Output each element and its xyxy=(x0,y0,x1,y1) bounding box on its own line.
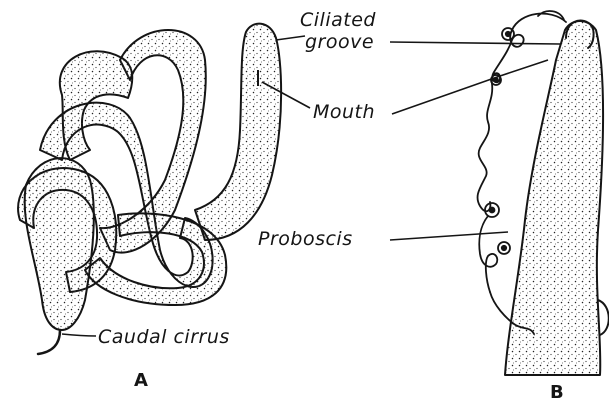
panel-letter-a: A xyxy=(134,370,148,391)
label-mouth: Mouth xyxy=(313,102,375,122)
worm-b xyxy=(505,20,609,375)
leader-mouth-to-b2 xyxy=(500,60,548,76)
leader-ciliated-to-b xyxy=(390,42,560,44)
leader-mouth-to-b xyxy=(392,76,500,114)
panel-letter-b: B xyxy=(550,382,564,403)
leader-ciliated-groove xyxy=(276,36,305,40)
worm-a xyxy=(18,24,281,354)
worm-a-tail-section xyxy=(25,158,94,330)
worm-a-head xyxy=(195,24,281,240)
leaders-b xyxy=(390,60,548,240)
worm-b-body xyxy=(505,21,603,375)
label-ciliated-line1: Ciliated xyxy=(300,10,376,30)
leader-caudal-cirrus xyxy=(62,334,96,336)
caudal-cirrus-tail xyxy=(38,330,60,354)
label-ciliated-line2: groove xyxy=(305,32,374,52)
label-proboscis: Proboscis xyxy=(258,229,353,249)
leader-proboscis xyxy=(390,232,508,240)
label-caudal-cirrus: Caudal cirrus xyxy=(98,327,230,347)
